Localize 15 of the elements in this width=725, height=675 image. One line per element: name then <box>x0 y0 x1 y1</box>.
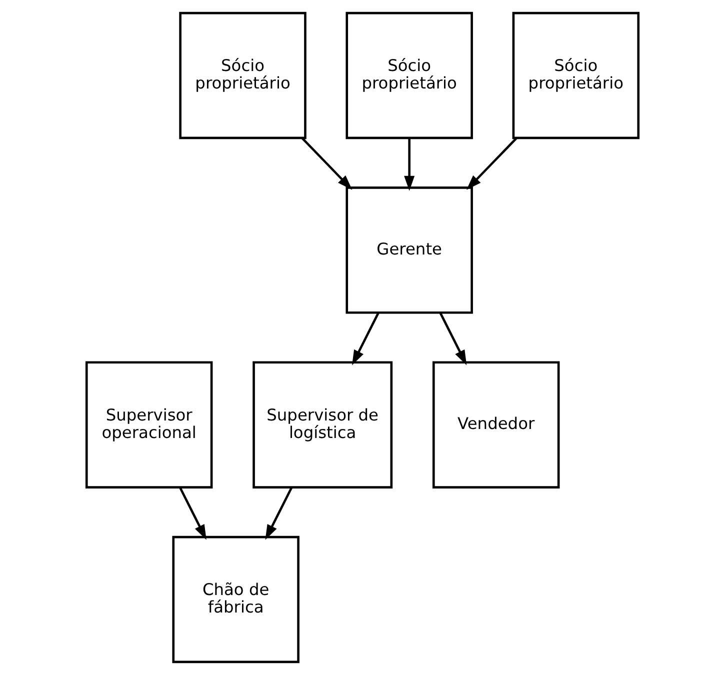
node-box: Supervisor operacional <box>85 361 213 488</box>
node-box: Vendedor <box>432 361 560 488</box>
arrow <box>466 138 518 190</box>
node-box: Sócio proprietário <box>512 12 640 140</box>
arrow <box>302 138 352 190</box>
node-box: Sócio proprietário <box>346 12 473 140</box>
arrow <box>265 487 293 540</box>
arrow <box>352 312 380 366</box>
arrow <box>439 312 467 366</box>
arrow <box>404 138 415 191</box>
node-box: Chão de fábrica <box>172 536 300 664</box>
node-box: Supervisor de logística <box>252 361 393 488</box>
arrow <box>179 487 206 540</box>
node-box: Gerente <box>346 186 473 314</box>
node-box: Sócio proprietário <box>179 12 306 140</box>
